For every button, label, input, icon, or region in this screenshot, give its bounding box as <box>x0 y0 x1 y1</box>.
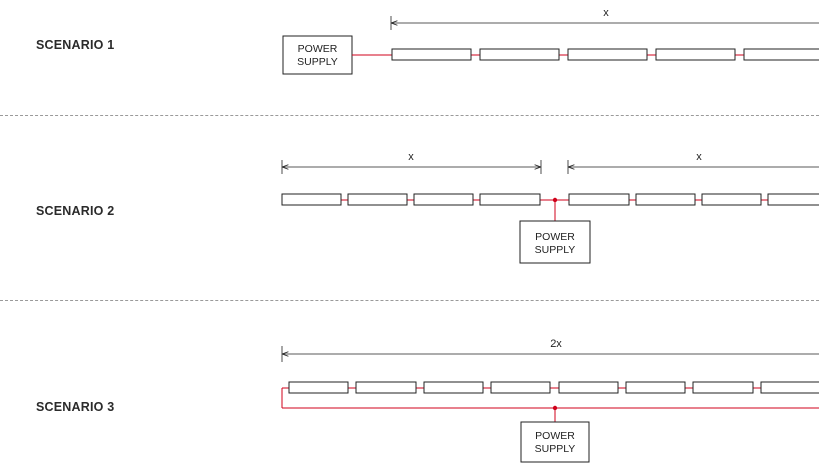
scenario-3-label: SCENARIO 3 <box>36 400 115 414</box>
led-strip <box>347 193 408 206</box>
power-supply-box <box>282 35 353 75</box>
led-strip <box>625 381 686 394</box>
scenario-1-label: SCENARIO 1 <box>36 38 115 52</box>
power-supply-box <box>520 421 590 463</box>
led-strip <box>767 193 819 206</box>
led-strip <box>281 193 342 206</box>
led-strip <box>391 48 472 61</box>
power-supply-text-2: SUPPLY <box>297 56 338 68</box>
led-strip <box>760 381 819 394</box>
led-strip <box>558 381 619 394</box>
scenario-2-label: SCENARIO 2 <box>36 204 115 218</box>
led-strip <box>355 381 417 394</box>
power-supply-text-1: POWER <box>535 231 575 243</box>
scenario-3-diagram: 2x POWER SUPPLY <box>281 338 819 463</box>
led-strip <box>692 381 754 394</box>
led-strip <box>479 48 560 61</box>
power-supply-text-2: SUPPLY <box>535 244 576 256</box>
scenario-2-diagram: x x POWER SUPPLY <box>281 151 819 264</box>
led-strip <box>743 48 819 61</box>
divider-1 <box>0 115 819 116</box>
led-strip <box>288 381 349 394</box>
led-strip <box>635 193 696 206</box>
dimension-label: x <box>603 7 609 19</box>
scenario-1-diagram: x POWER SUPPLY <box>282 7 819 75</box>
dimension-label: 2x <box>550 338 562 350</box>
dimension-label-right: x <box>696 151 702 163</box>
led-strip <box>568 193 630 206</box>
led-strip <box>479 193 541 206</box>
divider-2 <box>0 300 819 301</box>
power-supply-box <box>519 220 591 264</box>
power-supply-text-2: SUPPLY <box>535 443 576 455</box>
led-strip <box>701 193 762 206</box>
led-strip <box>423 381 484 394</box>
dimension-label-left: x <box>408 151 414 163</box>
power-supply-text-1: POWER <box>298 43 338 55</box>
led-strip <box>655 48 736 61</box>
led-strip <box>490 381 551 394</box>
junction-dot <box>552 405 558 411</box>
power-supply-text-1: POWER <box>535 430 575 442</box>
led-strip <box>413 193 474 206</box>
led-strip <box>567 48 648 61</box>
junction-dot <box>552 197 558 203</box>
